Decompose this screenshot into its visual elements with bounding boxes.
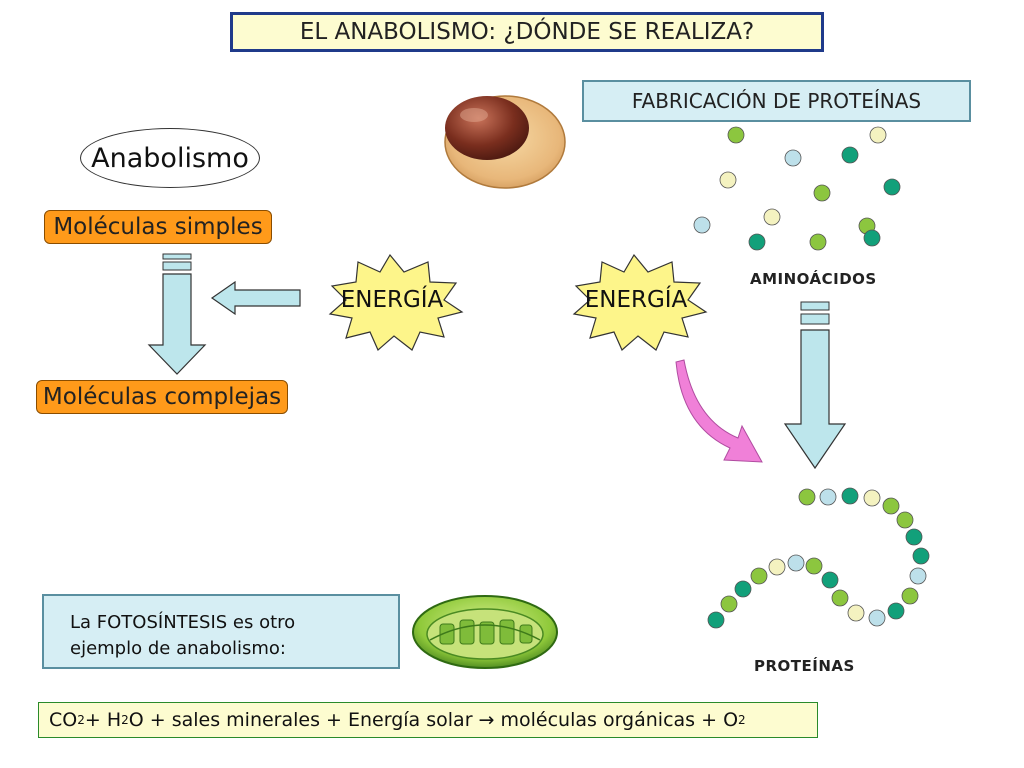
moleculas-simples-label: Moléculas simples bbox=[53, 214, 263, 240]
energia-left-label: ENERGÍA bbox=[341, 285, 444, 313]
protein-chain bbox=[707, 487, 930, 629]
down-arrow-left bbox=[147, 253, 207, 375]
equation-co-sub: 2 bbox=[77, 713, 85, 727]
energia-right-label: ENERGÍA bbox=[585, 285, 688, 313]
moleculas-complejas-label: Moléculas complejas bbox=[42, 384, 282, 410]
equation-rest: O + sales minerales + Energía solar → mo… bbox=[128, 709, 739, 731]
anabolismo-label: Anabolismo bbox=[91, 142, 249, 174]
pink-curved-arrow bbox=[675, 359, 763, 463]
page-title: EL ANABOLISMO: ¿DÓNDE SE REALIZA? bbox=[230, 12, 824, 52]
down-arrow-right bbox=[783, 301, 847, 470]
fabricacion-box: FABRICACIÓN DE PROTEÍNAS bbox=[582, 80, 971, 122]
fabricacion-label: FABRICACIÓN DE PROTEÍNAS bbox=[631, 89, 922, 113]
energia-star-left: ENERGÍA bbox=[328, 253, 464, 351]
energia-star-right: ENERGÍA bbox=[572, 253, 708, 351]
equation-h-sub: 2 bbox=[121, 713, 129, 727]
anabolismo-ellipse: Anabolismo bbox=[80, 128, 260, 188]
chloroplast-icon bbox=[412, 595, 558, 669]
equation-plus-h: + H bbox=[84, 709, 122, 731]
fotosintesis-box: La FOTOSÍNTESIS es otro ejemplo de anabo… bbox=[42, 594, 400, 669]
fotosintesis-line1: La FOTOSÍNTESIS es otro bbox=[70, 612, 296, 633]
equation-o-sub: 2 bbox=[738, 713, 746, 727]
cell-icon bbox=[444, 95, 566, 189]
aminoacidos-label: AMINOÁCIDOS bbox=[750, 270, 877, 288]
moleculas-simples-box: Moléculas simples bbox=[44, 210, 272, 244]
page-title-text: EL ANABOLISMO: ¿DÓNDE SE REALIZA? bbox=[299, 19, 755, 45]
fotosintesis-line2: ejemplo de anabolismo: bbox=[70, 638, 286, 659]
proteinas-label: PROTEÍNAS bbox=[754, 657, 855, 675]
left-arrow-energia bbox=[210, 280, 301, 316]
equation-co: CO bbox=[49, 709, 78, 731]
moleculas-complejas-box: Moléculas complejas bbox=[36, 380, 288, 414]
amino-acid-beads bbox=[693, 126, 901, 251]
